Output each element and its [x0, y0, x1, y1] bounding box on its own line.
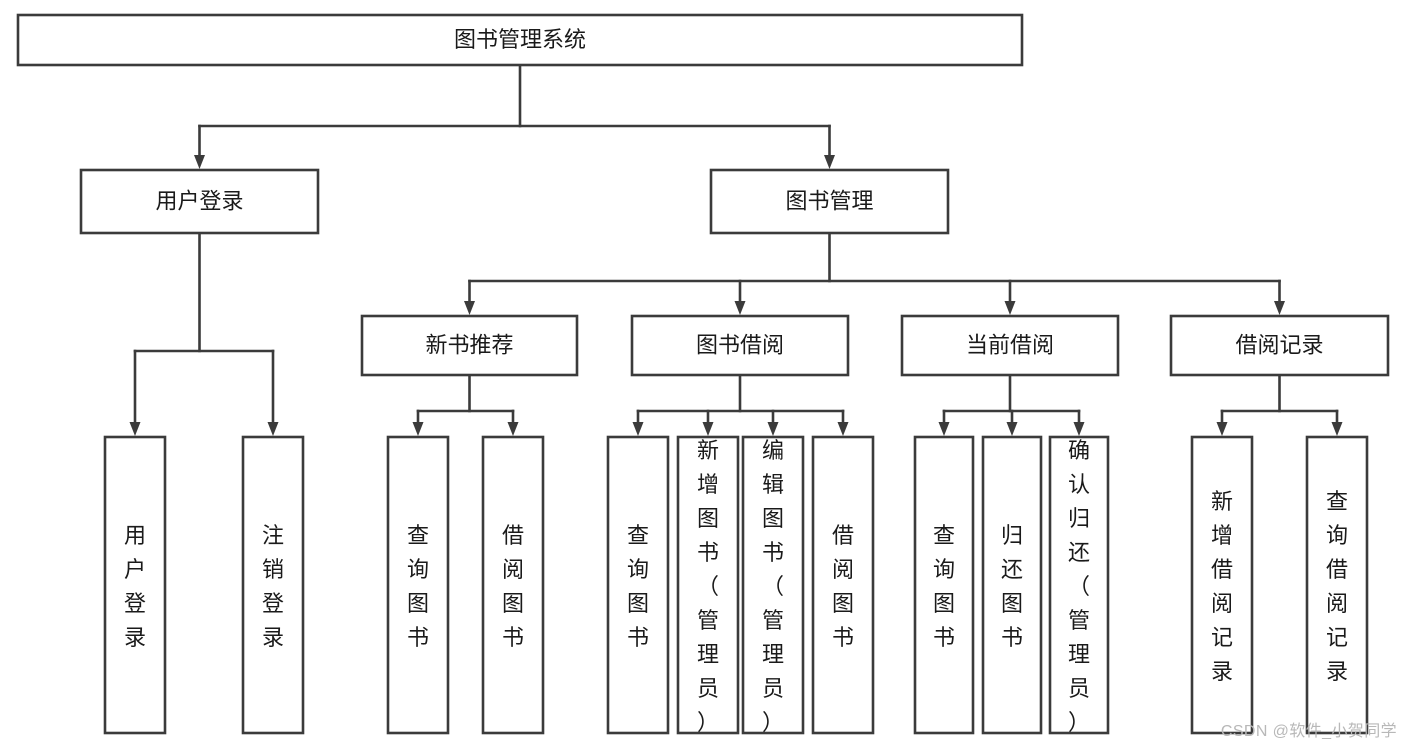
- edge-arrowhead: [734, 301, 746, 315]
- edge-arrowhead: [837, 422, 849, 436]
- node-box-leaf-edit-book[interactable]: [741, 435, 805, 735]
- edge-arrowhead: [1331, 422, 1343, 436]
- node-label-leaf-add-record: 新增借阅记录: [1211, 489, 1233, 684]
- node-label-leaf-return-book: 归还图书: [1001, 523, 1023, 650]
- node-label-leaf-logout: 注销登录: [262, 523, 284, 650]
- node-box-root[interactable]: [16, 13, 1024, 67]
- node-label-leaf-confirm-return: 确认归还（管理员）: [1068, 438, 1090, 735]
- edge-arrowhead: [464, 301, 475, 315]
- edge-arrowhead: [1216, 422, 1228, 436]
- node-leaf-confirm-return[interactable]: 确认归还（管理员）: [1048, 435, 1110, 735]
- edge-arrowhead: [1004, 301, 1016, 315]
- node-leaf-user-login[interactable]: 用户登录: [103, 435, 167, 735]
- edge-arrowhead: [267, 422, 279, 436]
- edge-arrowhead: [129, 422, 141, 436]
- node-label-leaf-add-book: 新增图书（管理员）: [697, 438, 719, 735]
- node-box-leaf-query-book-bb[interactable]: [606, 435, 670, 735]
- node-leaf-query-record[interactable]: 查询借阅记录: [1305, 435, 1369, 735]
- node-leaf-query-book-cb[interactable]: 查询图书: [913, 435, 975, 735]
- node-box-book-manage[interactable]: [709, 168, 950, 235]
- csdn-watermark: CSDN @软件_小贺同学: [1220, 723, 1397, 740]
- node-label-current-borrow: 当前借阅: [966, 332, 1054, 357]
- node-leaf-borrow-book-rec[interactable]: 借阅图书: [481, 435, 545, 735]
- node-book-manage[interactable]: 图书管理: [709, 168, 950, 235]
- edge-arrowhead: [938, 422, 950, 436]
- node-book-borrow[interactable]: 图书借阅: [630, 314, 850, 377]
- node-user-login[interactable]: 用户登录: [79, 168, 320, 235]
- node-box-leaf-query-record[interactable]: [1305, 435, 1369, 735]
- node-label-root: 图书管理系统: [454, 27, 586, 52]
- edge-arrowhead: [194, 155, 205, 169]
- node-leaf-borrow-book-bb[interactable]: 借阅图书: [811, 435, 875, 735]
- node-box-leaf-return-book[interactable]: [981, 435, 1043, 735]
- node-box-leaf-add-book[interactable]: [676, 435, 740, 735]
- node-box-new-book-rec[interactable]: [360, 314, 579, 377]
- node-root[interactable]: 图书管理系统: [16, 13, 1024, 67]
- node-box-leaf-add-record[interactable]: [1190, 435, 1254, 735]
- node-label-leaf-borrow-book-rec: 借阅图书: [502, 523, 524, 650]
- edge-arrowhead: [1274, 301, 1285, 315]
- node-leaf-query-book-rec[interactable]: 查询图书: [386, 435, 450, 735]
- node-leaf-add-record[interactable]: 新增借阅记录: [1190, 435, 1254, 735]
- node-label-leaf-borrow-book-bb: 借阅图书: [832, 523, 854, 650]
- node-new-book-rec[interactable]: 新书推荐: [360, 314, 579, 377]
- node-layer: 图书管理系统用户登录图书管理新书推荐图书借阅当前借阅借阅记录用户登录注销登录查询…: [16, 13, 1390, 735]
- node-leaf-query-book-bb[interactable]: 查询图书: [606, 435, 670, 735]
- node-leaf-return-book[interactable]: 归还图书: [981, 435, 1043, 735]
- node-label-user-login: 用户登录: [155, 188, 243, 213]
- node-label-book-borrow: 图书借阅: [696, 332, 784, 357]
- node-box-leaf-logout[interactable]: [241, 435, 305, 735]
- node-leaf-logout[interactable]: 注销登录: [241, 435, 305, 735]
- connector-layer: [129, 63, 1343, 436]
- node-box-leaf-borrow-book-bb[interactable]: [811, 435, 875, 735]
- node-label-new-book-rec: 新书推荐: [425, 332, 513, 357]
- node-label-leaf-query-book-rec: 查询图书: [407, 523, 429, 650]
- node-label-borrow-record: 借阅记录: [1235, 332, 1323, 357]
- node-box-user-login[interactable]: [79, 168, 320, 235]
- edge-arrowhead: [1073, 422, 1085, 436]
- node-label-leaf-user-login: 用户登录: [124, 523, 146, 650]
- edge-arrowhead: [632, 422, 644, 436]
- edge-arrowhead: [507, 422, 519, 436]
- node-label-leaf-edit-book: 编辑图书（管理员）: [762, 438, 784, 735]
- node-current-borrow[interactable]: 当前借阅: [900, 314, 1120, 377]
- node-label-leaf-query-book-bb: 查询图书: [627, 523, 649, 650]
- node-box-current-borrow[interactable]: [900, 314, 1120, 377]
- node-box-leaf-user-login[interactable]: [103, 435, 167, 735]
- node-label-leaf-query-book-cb: 查询图书: [933, 523, 955, 650]
- edge-arrowhead: [1006, 422, 1018, 436]
- node-leaf-add-book[interactable]: 新增图书（管理员）: [676, 435, 740, 735]
- node-leaf-edit-book[interactable]: 编辑图书（管理员）: [741, 435, 805, 735]
- edge-arrowhead: [412, 422, 424, 436]
- node-borrow-record[interactable]: 借阅记录: [1169, 314, 1390, 377]
- node-label-book-manage: 图书管理: [785, 188, 873, 213]
- node-box-leaf-query-book-cb[interactable]: [913, 435, 975, 735]
- node-box-book-borrow[interactable]: [630, 314, 850, 377]
- edge-arrowhead: [702, 422, 714, 436]
- node-box-borrow-record[interactable]: [1169, 314, 1390, 377]
- edge-arrowhead: [767, 422, 779, 436]
- node-box-leaf-borrow-book-rec[interactable]: [481, 435, 545, 735]
- edge-arrowhead: [824, 155, 835, 169]
- node-box-leaf-query-book-rec[interactable]: [386, 435, 450, 735]
- node-label-leaf-query-record: 查询借阅记录: [1326, 489, 1348, 684]
- node-box-leaf-confirm-return[interactable]: [1048, 435, 1110, 735]
